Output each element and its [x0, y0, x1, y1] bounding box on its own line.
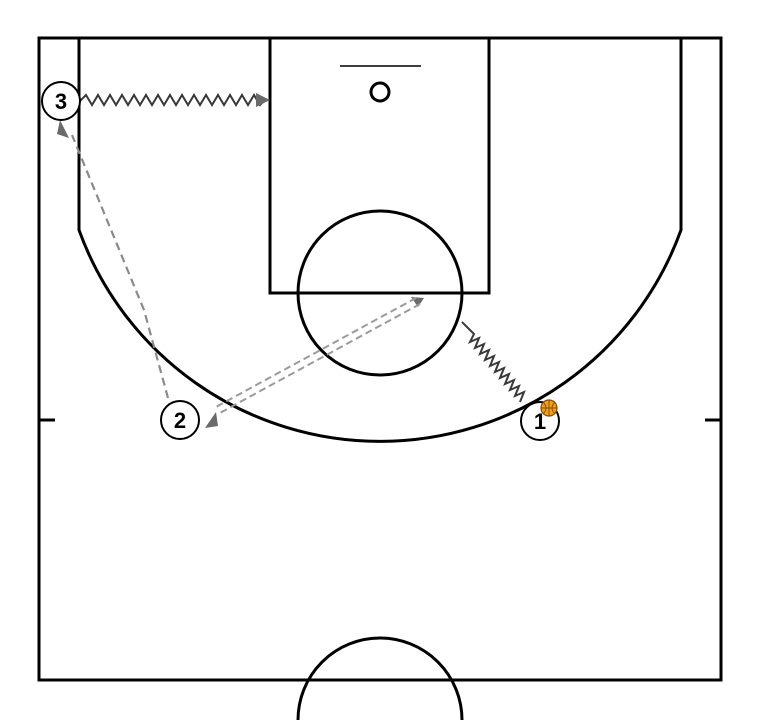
player-2[interactable]: 2	[160, 400, 200, 440]
center-circle	[296, 636, 464, 720]
pass-line-inner	[213, 297, 417, 409]
player-2-label: 2	[174, 408, 186, 433]
pass-arrowhead	[205, 412, 218, 428]
court-boundary	[37, 36, 723, 682]
basketball-icon	[540, 399, 558, 417]
paint-lane	[268, 36, 491, 295]
cut-path-player-2	[70, 134, 170, 399]
rim	[369, 81, 391, 103]
player-2-marker	[160, 400, 200, 440]
player-3-marker	[41, 81, 81, 121]
cut-arrowhead-player-2	[57, 120, 69, 138]
pass-line-outer	[217, 303, 421, 415]
three-point-line	[77, 38, 683, 443]
dribble-path-player-3	[79, 93, 267, 107]
dribble-path-player-1	[461, 321, 526, 403]
player-3-label: 3	[55, 89, 67, 114]
free-throw-circle	[296, 209, 464, 377]
player-1-label: 1	[534, 409, 546, 434]
dribble-arrowhead-player-3	[256, 93, 270, 107]
player-3[interactable]: 3	[41, 81, 81, 121]
